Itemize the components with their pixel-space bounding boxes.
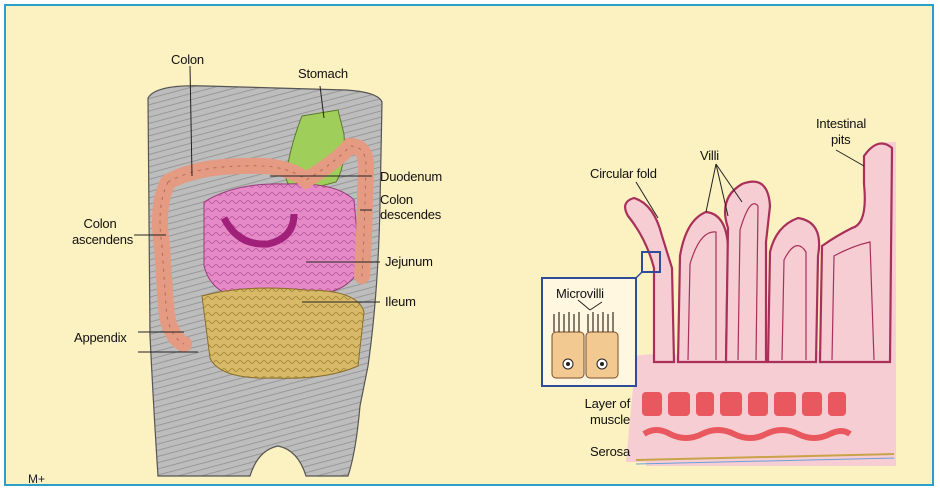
label-intestinal-pits-2: pits bbox=[831, 132, 850, 147]
label-microvilli: Microvilli bbox=[556, 286, 604, 301]
label-colon-ascendens-2: ascendens bbox=[72, 232, 133, 247]
label-stomach: Stomach bbox=[298, 66, 348, 81]
label-colon-ascendens-1: Colon bbox=[72, 216, 128, 231]
label-appendix: Appendix bbox=[74, 330, 127, 345]
label-serosa: Serosa bbox=[562, 444, 630, 459]
label-colon-descendens-2: descendes bbox=[380, 207, 441, 222]
label-jejunum: Jejunum bbox=[385, 254, 433, 269]
label-ileum: Ileum bbox=[385, 294, 416, 309]
label-layer-of-muscle-1: Layer of bbox=[562, 396, 630, 411]
label-duodenum: Duodenum bbox=[380, 169, 442, 184]
villi-shapes bbox=[625, 144, 892, 363]
figure-frame: Colon Stomach Duodenum Colon descendes C… bbox=[4, 4, 934, 486]
label-layer-of-muscle-2: muscle bbox=[562, 412, 630, 427]
label-intestinal-pits-1: Intestinal bbox=[816, 116, 866, 131]
footer-mark: M+ bbox=[28, 472, 45, 486]
label-circular-fold: Circular fold bbox=[590, 166, 657, 181]
abdomen-illustration bbox=[6, 6, 934, 486]
label-villi: Villi bbox=[700, 148, 719, 163]
label-colon-descendens-1: Colon bbox=[380, 192, 413, 207]
label-colon: Colon bbox=[171, 52, 204, 67]
